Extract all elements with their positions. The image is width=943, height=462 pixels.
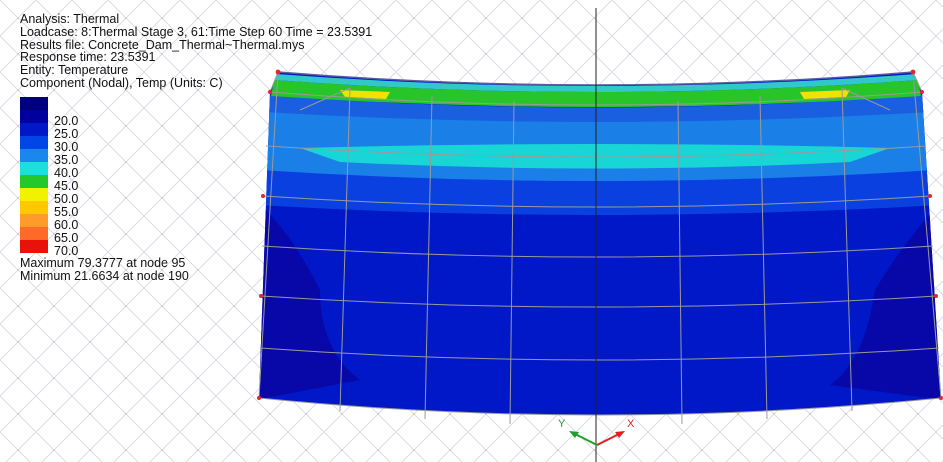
legend-value: 30.0 (54, 140, 79, 154)
result-info-block: Analysis: Thermal Loadcase: 8:Thermal St… (20, 13, 372, 90)
legend-swatch (20, 110, 48, 123)
maximum-label: Maximum 79.3777 at node 95 (20, 256, 186, 270)
node-markers (257, 69, 943, 400)
legend-swatch (20, 214, 48, 227)
legend-swatch (20, 175, 48, 188)
legend-value: 65.0 (54, 231, 79, 245)
legend-swatch (20, 201, 48, 214)
x-arrowhead-icon (615, 431, 625, 438)
legend-value: 35.0 (54, 153, 79, 167)
contour-band-30-low (259, 168, 940, 215)
y-axis-label: Y (558, 418, 566, 430)
legend-value: 40.0 (54, 166, 79, 180)
contour-band-32 (264, 95, 930, 122)
minimum-label: Minimum 21.6634 at node 190 (20, 268, 189, 283)
min-max-block: Maximum 79.3777 at node 95 Minimum 21.66… (20, 257, 189, 282)
legend-swatch (20, 227, 48, 240)
contour-band-40 (300, 144, 890, 169)
x-axis-arrow (596, 433, 620, 446)
legend-swatch (20, 188, 48, 201)
contour-band-edge (274, 74, 918, 92)
legend-value: 25.0 (54, 127, 79, 141)
loadcase-label: Loadcase: 8:Thermal Stage 3, 61:Time Ste… (20, 24, 373, 39)
legend-value: 70.0 (54, 244, 79, 258)
legend-row: 60.0 (20, 214, 140, 232)
analysis-label: Analysis: Thermal (20, 12, 120, 26)
legend-row: 45.0 (20, 175, 140, 193)
legend-row (20, 97, 140, 110)
hotspot-left (340, 90, 390, 99)
entity-label: Entity: Temperature (20, 63, 129, 78)
y-arrowhead-icon (569, 431, 579, 438)
legend-swatch (20, 162, 48, 175)
legend-value: 60.0 (54, 218, 79, 232)
component-label: Component (Nodal), Temp (Units: C) (20, 75, 223, 90)
legend-value: 45.0 (54, 179, 79, 193)
contour-band-20-left (259, 200, 360, 400)
legend-swatch (20, 97, 48, 110)
legend-swatch (20, 149, 48, 162)
hotspot-right (800, 90, 850, 99)
legend-swatch (20, 240, 48, 253)
results-file-label: Results file: Concrete_Dam_Thermal~Therm… (20, 37, 305, 52)
legend-value: 50.0 (54, 192, 79, 206)
legend-swatch (20, 123, 48, 136)
legend-row: 70.0 (20, 240, 140, 258)
axis-triad-icon: Y X (558, 418, 635, 446)
y-axis-arrow (574, 433, 598, 446)
legend-value: 55.0 (54, 205, 79, 219)
response-time-label: Response time: 23.5391 (20, 50, 156, 65)
legend-row: 35.0 (20, 149, 140, 167)
legend-row: 25.0 (20, 123, 140, 141)
legend-row: 20.0 (20, 110, 140, 128)
legend-value: 20.0 (54, 114, 79, 128)
x-axis-label: X (627, 418, 635, 430)
legend-row: 40.0 (20, 162, 140, 180)
legend-swatch (20, 136, 48, 149)
legend-row: 50.0 (20, 188, 140, 206)
legend-row: 55.0 (20, 201, 140, 219)
legend-row: 30.0 (20, 136, 140, 154)
legend-row: 65.0 (20, 227, 140, 245)
